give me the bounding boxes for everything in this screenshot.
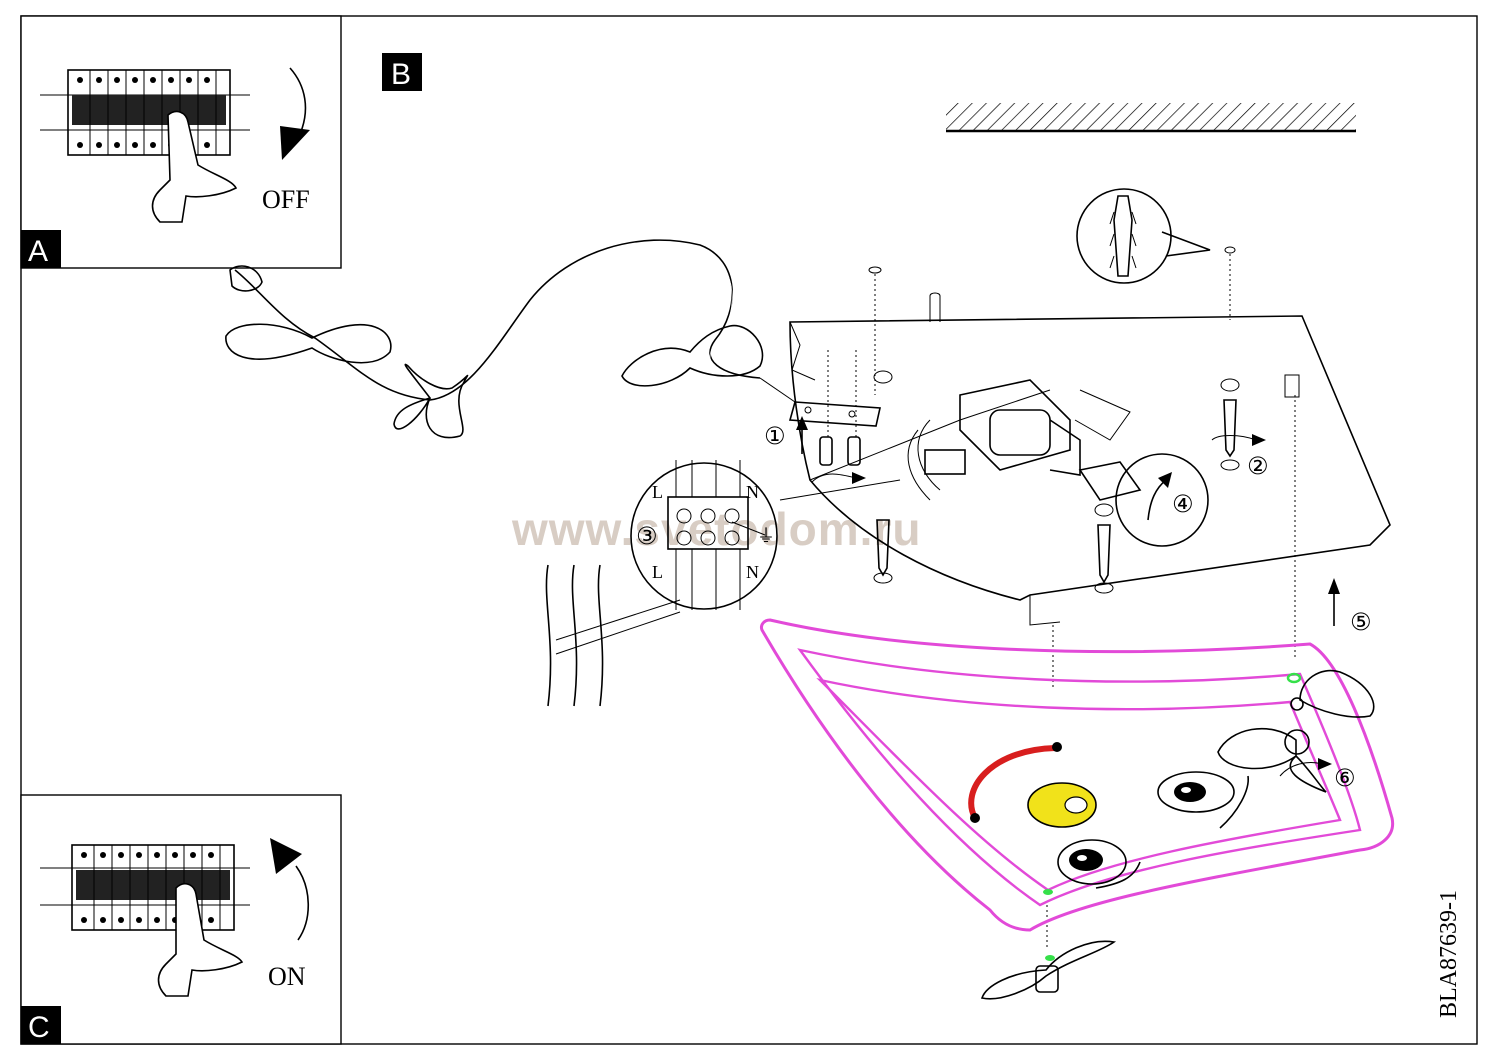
lamp-holder bbox=[907, 379, 1131, 501]
step-5: ⑤ bbox=[1350, 608, 1372, 636]
bow-icon bbox=[980, 940, 1117, 1000]
step-6: ⑥ bbox=[1334, 764, 1356, 792]
bow-icon bbox=[621, 324, 764, 387]
ceiling-base-plate bbox=[789, 292, 1391, 626]
panel-a-badge bbox=[21, 230, 61, 268]
breaker-switch-icon bbox=[40, 69, 250, 156]
panel-a: A OFF bbox=[20, 15, 342, 269]
panel-c-letter: C bbox=[28, 1011, 50, 1044]
page-border bbox=[20, 15, 1478, 1045]
bow-icon bbox=[225, 323, 392, 364]
red-arc-accent bbox=[968, 745, 1056, 820]
bow-icon bbox=[393, 363, 469, 439]
terminal-n-top: N bbox=[746, 482, 759, 502]
hand-icon bbox=[151, 110, 238, 223]
step-2: ② bbox=[1247, 452, 1269, 480]
screw-icon bbox=[873, 370, 1240, 594]
off-label: OFF bbox=[262, 185, 310, 214]
bow-garland bbox=[225, 239, 764, 439]
terminal-l-top: L bbox=[652, 482, 663, 502]
rotate-arrow-icon bbox=[289, 67, 307, 135]
terminal-block: L N L N ⏚ bbox=[630, 460, 901, 610]
yellow-eye-accent bbox=[1027, 782, 1097, 828]
on-label: ON bbox=[268, 962, 306, 991]
terminal-l-bottom: L bbox=[652, 562, 663, 582]
step-4: ④ bbox=[1172, 490, 1194, 518]
terminal-n-bottom: N bbox=[746, 562, 759, 582]
green-marker bbox=[1286, 672, 1302, 684]
green-marker bbox=[1043, 889, 1053, 895]
wall-plug-icon bbox=[1076, 188, 1236, 284]
rotate-arrow-icon bbox=[295, 865, 310, 941]
step-3: ③ bbox=[636, 522, 658, 550]
screw-icon bbox=[819, 436, 861, 466]
bow-icon bbox=[1217, 669, 1375, 793]
ceiling-hatch-icon bbox=[946, 103, 1356, 133]
glass-cover bbox=[760, 618, 1395, 961]
watermark: www.svetodom.ru bbox=[511, 503, 921, 555]
hand-icon bbox=[157, 882, 244, 997]
bulb-icon bbox=[1078, 453, 1209, 547]
panel-b-badge bbox=[382, 53, 422, 91]
supply-cable bbox=[545, 564, 681, 707]
breaker-switch-icon bbox=[40, 844, 250, 931]
panel-a-letter: A bbox=[28, 235, 48, 268]
panel-c: C ON bbox=[20, 794, 342, 1045]
doc-code: BLA87639-1 bbox=[1436, 890, 1462, 1018]
panel-c-badge bbox=[21, 1006, 61, 1044]
mounting-bracket bbox=[759, 377, 881, 427]
step-1: ① bbox=[764, 422, 786, 450]
ground-symbol: ⏚ bbox=[757, 526, 775, 546]
panel-b-letter: B bbox=[391, 58, 411, 91]
